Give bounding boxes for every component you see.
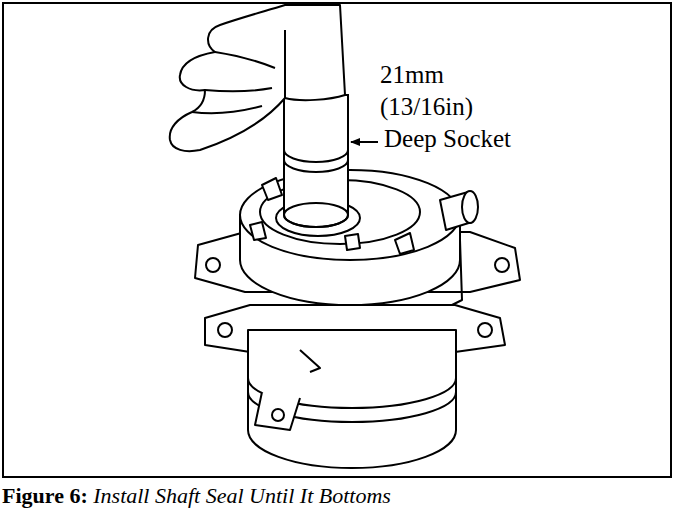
text-holder: 21mm xyxy=(380,62,444,88)
part-label: 21mm xyxy=(380,62,444,88)
compressor-body xyxy=(195,170,520,468)
text-holder: Deep Socket xyxy=(384,126,511,152)
text-holder: (13/16in) xyxy=(380,94,473,120)
figure-caption: Figure 6: Install Shaft Seal Until It Bo… xyxy=(2,484,391,507)
leader-line xyxy=(351,141,378,143)
text-holder: Figure 6: Install Shaft Seal Until It Bo… xyxy=(2,484,391,507)
part-label: (13/16in) xyxy=(380,94,473,120)
hand xyxy=(170,5,345,151)
figure-frame xyxy=(3,3,671,477)
deep-socket xyxy=(284,95,348,227)
part-label: Deep Socket xyxy=(384,126,511,152)
